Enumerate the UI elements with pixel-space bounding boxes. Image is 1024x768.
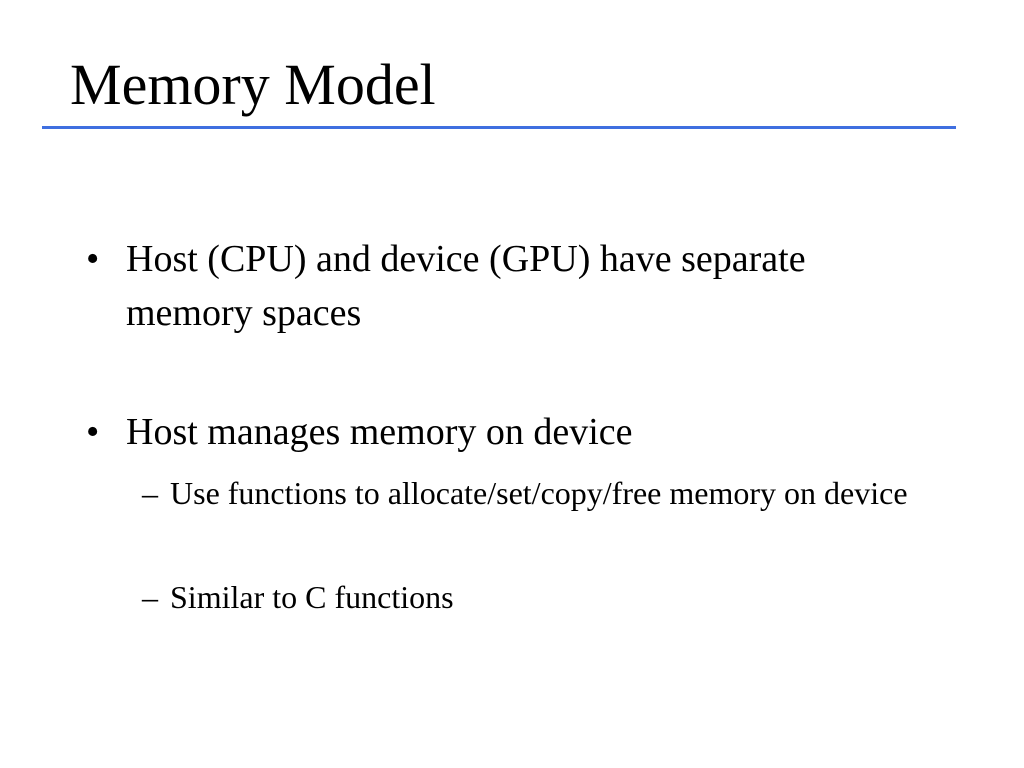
sub-bullet-item: – Use functions to allocate/set/copy/fre…: [142, 470, 940, 516]
bullet-marker: •: [86, 411, 100, 453]
bullet-item: • Host (CPU) and device (GPU) have separ…: [86, 232, 806, 340]
sub-bullet-text: Use functions to allocate/set/copy/free …: [170, 475, 908, 511]
bullet-item: • Host manages memory on device: [86, 405, 946, 459]
bullet-text: Host manages memory on device: [126, 411, 633, 453]
sub-bullet-text: Similar to C functions: [170, 579, 454, 615]
bullet-text: Host (CPU) and device (GPU) have separat…: [126, 238, 806, 334]
bullet-marker: •: [86, 238, 100, 280]
sub-bullet-item: – Similar to C functions: [142, 574, 940, 620]
sub-bullet-marker: –: [142, 579, 158, 615]
sub-bullet-marker: –: [142, 475, 158, 511]
title-underline: [42, 126, 956, 129]
slide-title: Memory Model: [70, 52, 436, 117]
